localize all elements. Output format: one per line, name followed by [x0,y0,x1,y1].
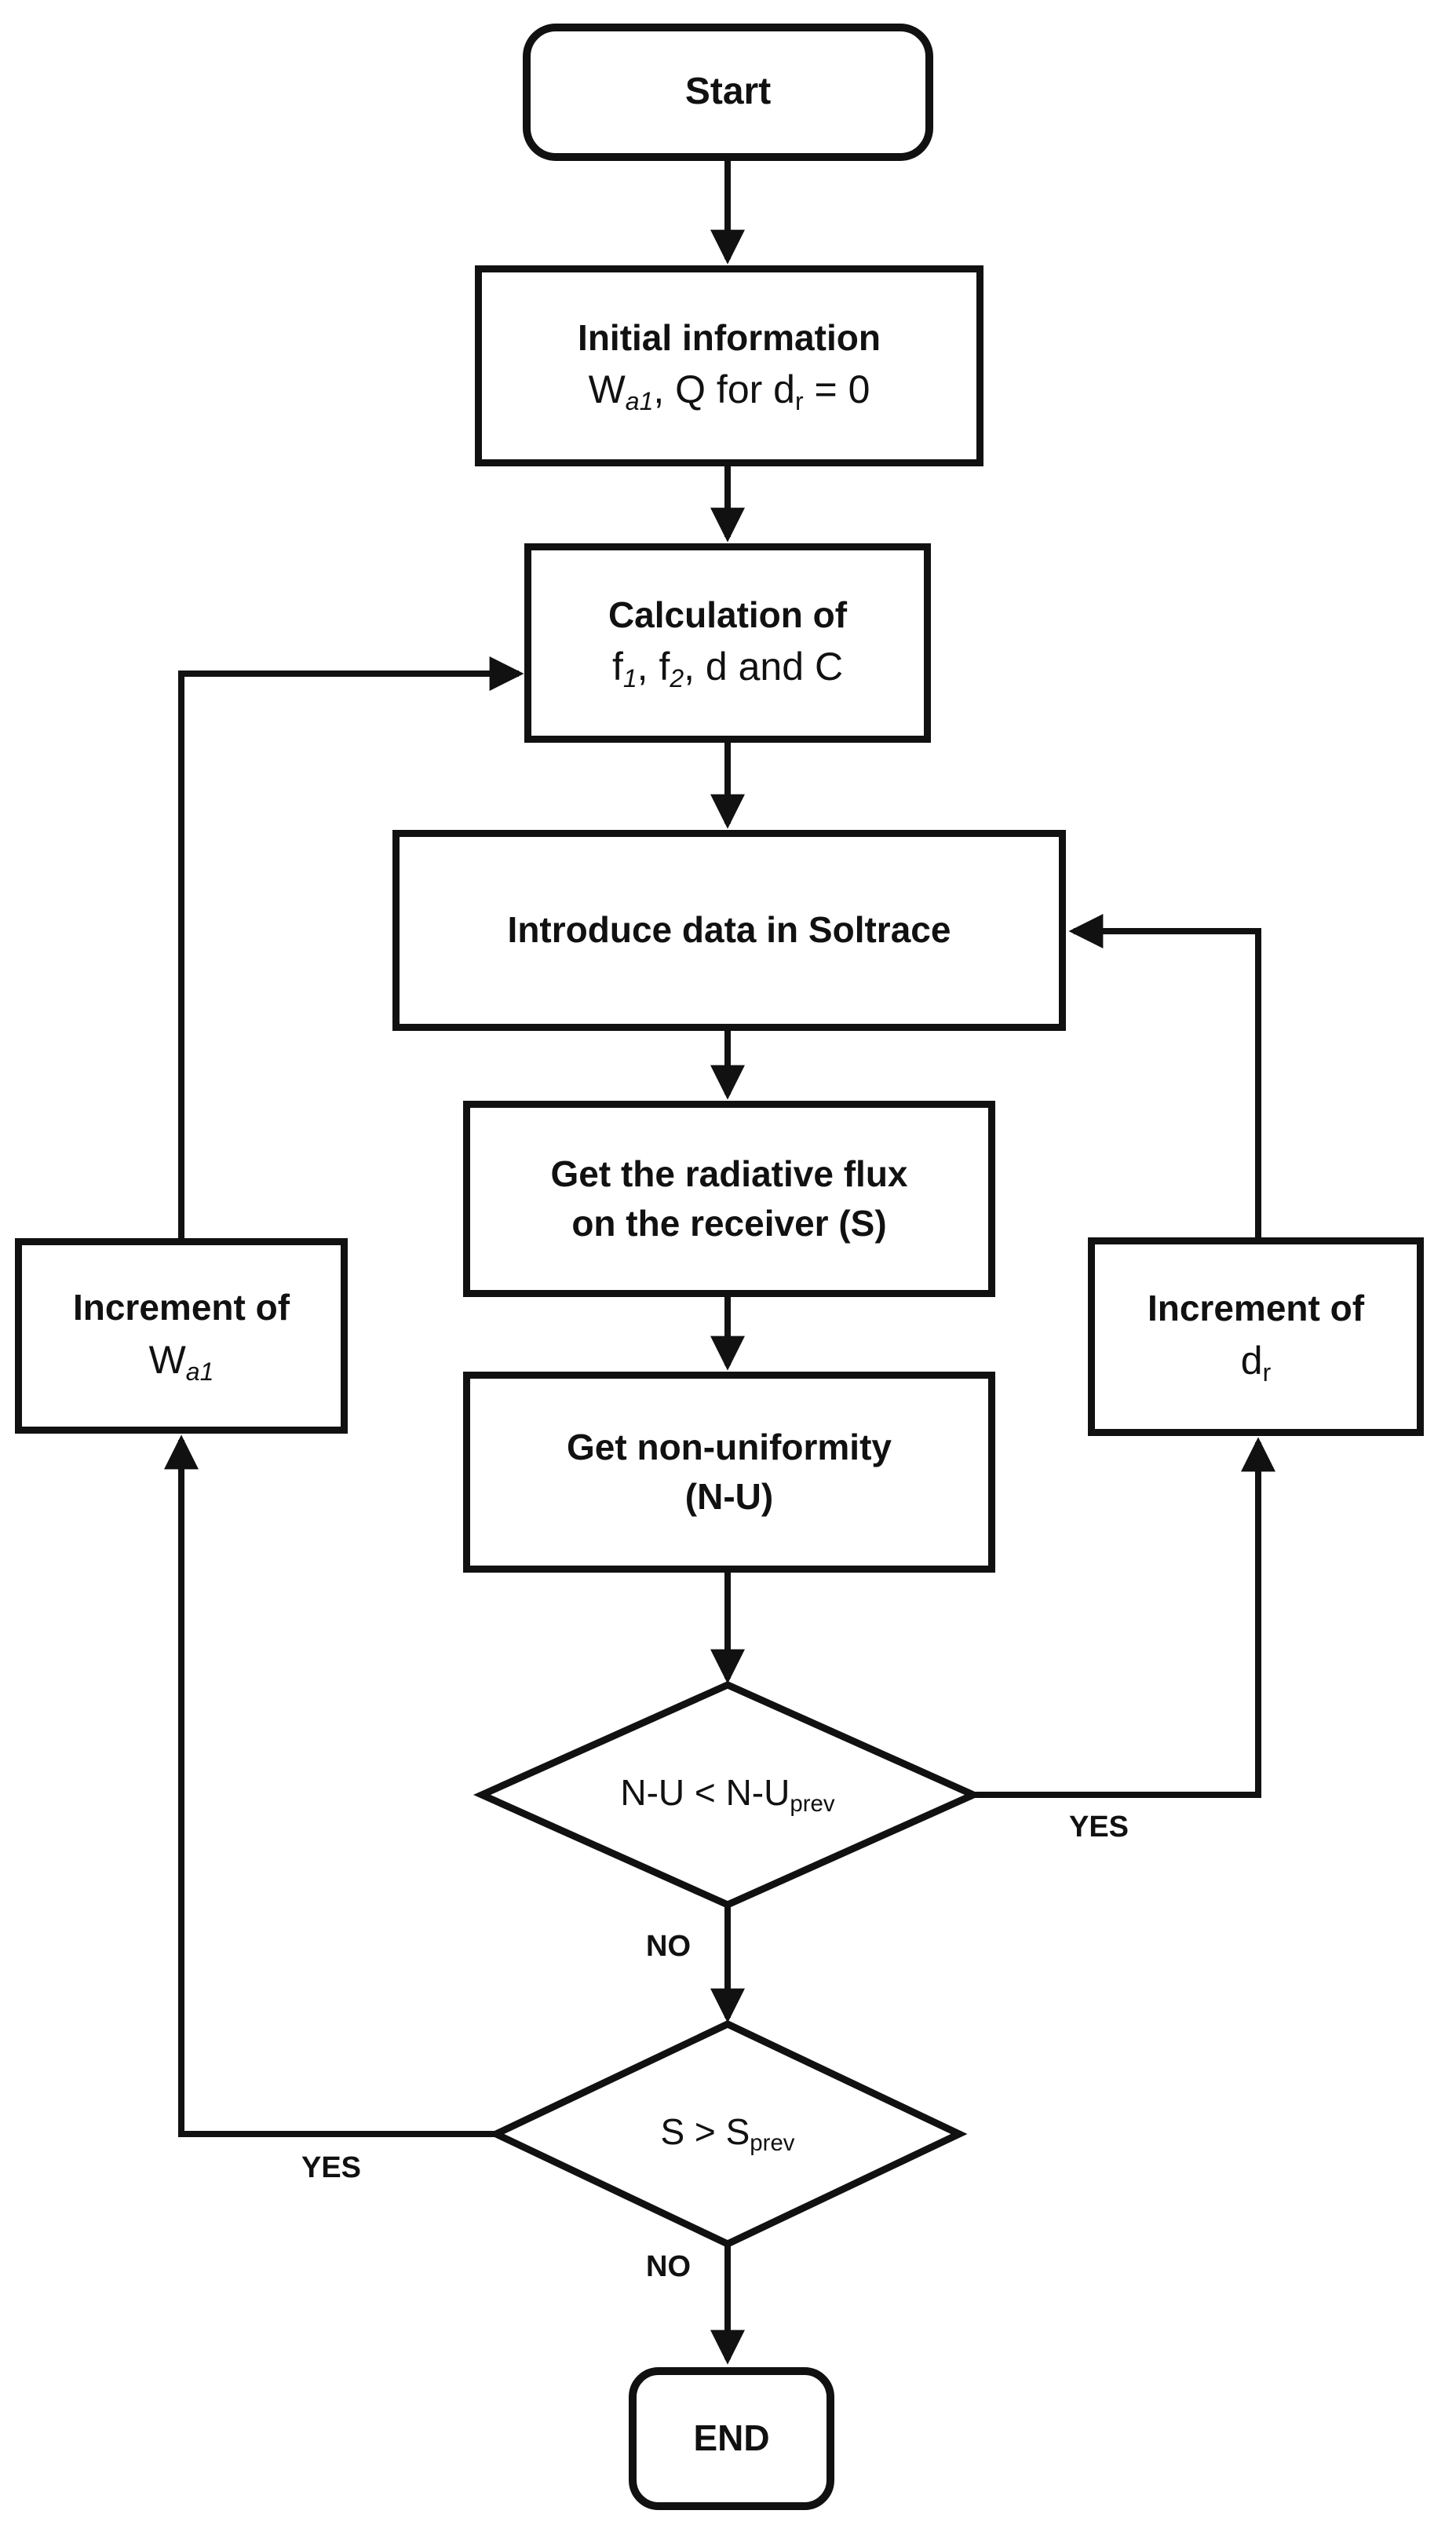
formula-f1-subscript: 1 [622,664,637,693]
decision-s-text: S > Sprev [660,2110,794,2157]
arrow-increment-wa1-to-calculation [178,656,524,1238]
calculation-formula: f1, f2, d and C [612,640,843,696]
nonuniformity-line2: (N-U) [684,1476,774,1517]
decision-s-subscript: prev [750,2130,795,2157]
increment-wa1-title: Increment of [72,1287,290,1328]
formula-f1: f [611,645,623,689]
flow-node-calculation: Calculation of f1, f2, d and C [524,543,931,743]
calculation-title: Calculation of [608,594,848,635]
formula-w-subscript: a1 [625,387,654,416]
dr-subscript: r [1262,1358,1272,1387]
initial-info-title: Initial information [578,316,881,358]
arrow-decision-s-yes-to-increment-wa1 [164,1434,496,2137]
formula-mid: , Q for d [653,367,795,412]
edge-label-s-yes: YES [301,2151,362,2184]
formula-rest: , d and C [684,645,844,689]
flux-line1: Get the radiative flux [550,1153,908,1194]
formula-w: W [588,367,626,412]
flow-node-radiative-flux: Get the radiative flux on the receiver (… [463,1101,995,1297]
decision-nu-subscript: prev [790,1791,835,1818]
decision-nu-base: N-U < N-U [620,1772,790,1814]
dr-base: d [1240,1338,1263,1383]
flow-node-initial-info: Initial information Wa1, Q for dr = 0 [475,265,983,466]
edge-label-nu-no: NO [646,1930,691,1963]
flow-node-non-uniformity: Get non-uniformity (N-U) [463,1372,995,1573]
wa1-base: W [148,1337,186,1382]
initial-info-formula: Wa1, Q for dr = 0 [589,363,870,418]
flux-line2: on the receiver (S) [571,1203,887,1244]
increment-dr-title: Increment of [1147,1288,1365,1329]
increment-dr-variable: dr [1241,1334,1271,1390]
edge-label-nu-yes: YES [1068,1811,1129,1844]
flow-node-increment-wa1: Increment of Wa1 [15,1238,348,1434]
decision-s-label: S > Sprev [496,2084,959,2184]
wa1-subscript: a1 [185,1357,214,1386]
flow-node-increment-dr: Increment of dr [1088,1237,1424,1436]
flow-node-end: END [629,2367,834,2510]
decision-s-shape [487,2020,968,2248]
arrow-decision-nu-yes-to-increment-dr [973,1437,1275,1798]
decision-s-base: S > S [660,2111,750,2153]
increment-wa1-variable: Wa1 [149,1333,214,1389]
formula-f2-subscript: 2 [670,664,684,693]
decision-nu-text: N-U < N-Uprev [620,1771,834,1818]
formula-d-subscript: r [794,387,804,416]
flow-node-introduce-soltrace: Introduce data in Soltrace [392,830,1066,1031]
flow-node-start: Start [523,24,933,161]
edge-label-s-no: NO [646,2250,691,2283]
end-label: END [693,2417,770,2459]
introduce-label: Introduce data in Soltrace [507,909,951,951]
decision-nu-label: N-U < N-Uprev [492,1745,963,1845]
arrow-increment-dr-to-introduce [1068,914,1261,1237]
nonuniformity-line1: Get non-uniformity [567,1426,892,1467]
formula-f2: , f [637,645,670,689]
formula-end: = 0 [803,367,870,412]
start-label: Start [684,71,772,113]
decision-nu-shape [473,1681,983,1909]
